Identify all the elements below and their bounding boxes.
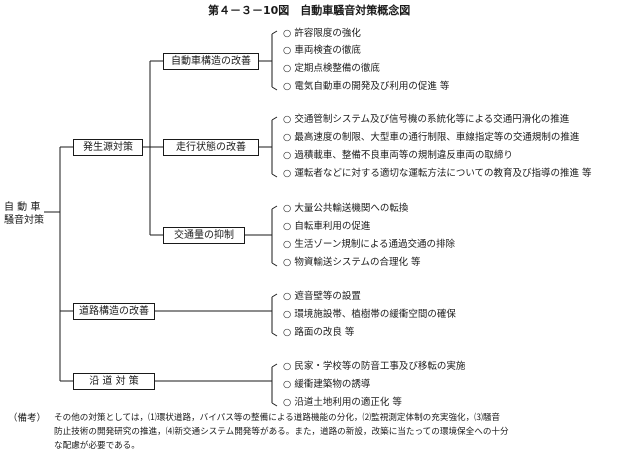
bracket-vehicle <box>271 30 278 35</box>
note-line-2: 防止技術の開発研究の推進，⑷新交通システム開発等がある。また，道路の新設，改築に… <box>54 427 509 437</box>
leaf-item: ○ 生活ゾーン規制による通過交通の排除 <box>283 239 456 250</box>
bracket-roadside <box>271 363 278 368</box>
branch-road-structure: 道路構造の改善 <box>73 303 155 320</box>
leaf-item: ○ 最高速度の制限、大型車の通行制限、車線指定等の交通規制の推進 <box>283 132 580 143</box>
bracket-road <box>271 332 278 337</box>
note-label: （備考） <box>8 413 47 424</box>
bracket-driving <box>271 173 278 178</box>
leaf-item: ○ 過積載車、整備不良車両等の規制違反車両の取締り <box>283 150 513 161</box>
note-line-3: な配慮が必要である。 <box>54 441 140 451</box>
bracket-traffic <box>271 205 278 210</box>
bracket-road <box>271 293 278 298</box>
leaf-item: ○ 緩衝建築物の誘導 <box>283 379 371 390</box>
leaf-item: ○ 物資輸送システムの合理化 等 <box>283 257 421 268</box>
leaf-item: ○ 交通管制システム及び信号機の系統化等による交通円滑化の推進 <box>283 114 570 125</box>
leaf-item: ○ 遮音壁等の設置 <box>283 291 361 302</box>
bracket-vehicle <box>271 86 278 91</box>
root-label-line2: 騒音対策 <box>4 215 44 226</box>
sub-traffic-volume: 交通量の抑制 <box>163 227 245 244</box>
leaf-item: ○ 民家・学校等の防音工事及び移転の実施 <box>283 361 466 372</box>
bracket-traffic <box>271 262 278 267</box>
bracket-driving <box>271 116 278 121</box>
leaf-item: ○ 大量公共輸送機関への転換 <box>283 203 409 214</box>
root-label-line1: 自 動 車 <box>4 202 41 213</box>
leaf-item: ○ 定期点検整備の徹底 <box>283 63 380 74</box>
bracket-roadside <box>271 402 278 407</box>
sub-driving-conditions: 走行状態の改善 <box>163 139 259 156</box>
figure-title: 第４－３－10図 自動車騒音対策概念図 <box>208 4 411 17</box>
branch-source-measures: 発生源対策 <box>73 139 143 156</box>
leaf-item: ○ 運転者などに対する適切な運転方法についての教育及び指導の推進 等 <box>283 168 592 179</box>
leaf-item: ○ 電気自動車の開発及び利用の促進 等 <box>283 81 450 92</box>
leaf-item: ○ 路面の改良 等 <box>283 327 355 338</box>
branch-roadside-measures: 沿 道 対 策 <box>73 373 155 390</box>
leaf-item: ○ 環境施設帯、植樹帯の緩衝空間の確保 <box>283 309 456 320</box>
leaf-item: ○ 許容限度の強化 <box>283 28 361 39</box>
sub-vehicle-structure: 自動車構造の改善 <box>163 53 259 70</box>
note-line-1: その他の対策としては，⑴環状道路，バイパス等の整備による道路機能の分化，⑵監視測… <box>54 413 501 423</box>
leaf-item: ○ 沿道土地利用の適正化 等 <box>283 397 402 408</box>
leaf-item: ○ 車両検査の徹底 <box>283 45 361 56</box>
leaf-item: ○ 自転車利用の促進 <box>283 221 371 232</box>
